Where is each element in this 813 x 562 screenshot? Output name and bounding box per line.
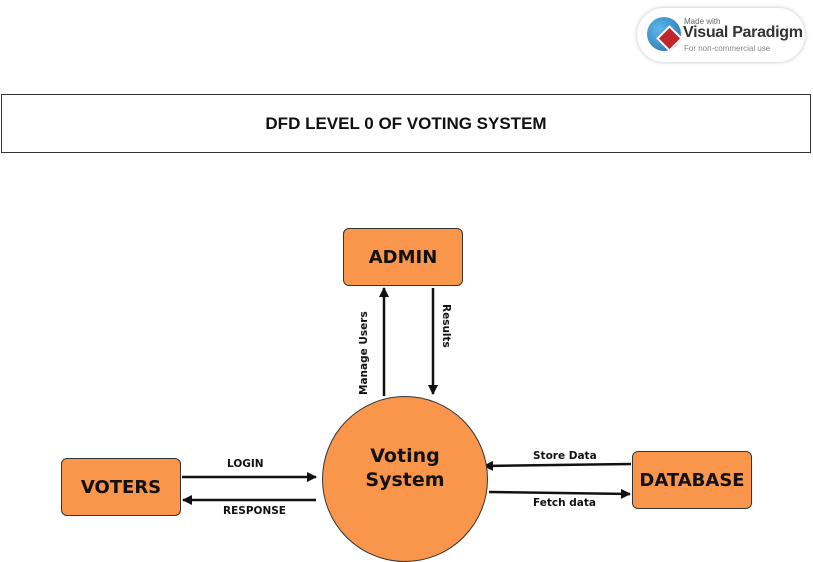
arrow-fetch-data	[488, 488, 631, 499]
entity-database: DATABASE	[632, 451, 752, 509]
flow-label-manage-users: Manage Users	[358, 311, 370, 395]
entity-admin: ADMIN	[343, 228, 463, 286]
process-label-line2: System	[365, 469, 445, 491]
flow-label-response: RESPONSE	[223, 505, 286, 517]
process-voting-system: Voting System	[322, 396, 488, 562]
arrow-store-data	[483, 460, 632, 471]
flow-label-results: Results	[440, 304, 452, 348]
diagram-title: DFD LEVEL 0 OF VOTING SYSTEM	[1, 94, 811, 153]
watermark-brand: Visual Paradigm	[683, 24, 803, 41]
entity-voters: VOTERS	[61, 458, 181, 516]
process-label-line1: Voting	[370, 445, 440, 467]
watermark-made-with: Made with	[684, 17, 721, 26]
flow-label-fetch-data: Fetch data	[533, 497, 596, 509]
flow-label-login: LOGIN	[227, 458, 264, 470]
flow-label-store-data: Store Data	[533, 450, 597, 462]
watermark-tagline: For non-commercial use	[684, 44, 771, 53]
visual-paradigm-watermark: Made with Visual Paradigm For non-commer…	[637, 8, 805, 62]
